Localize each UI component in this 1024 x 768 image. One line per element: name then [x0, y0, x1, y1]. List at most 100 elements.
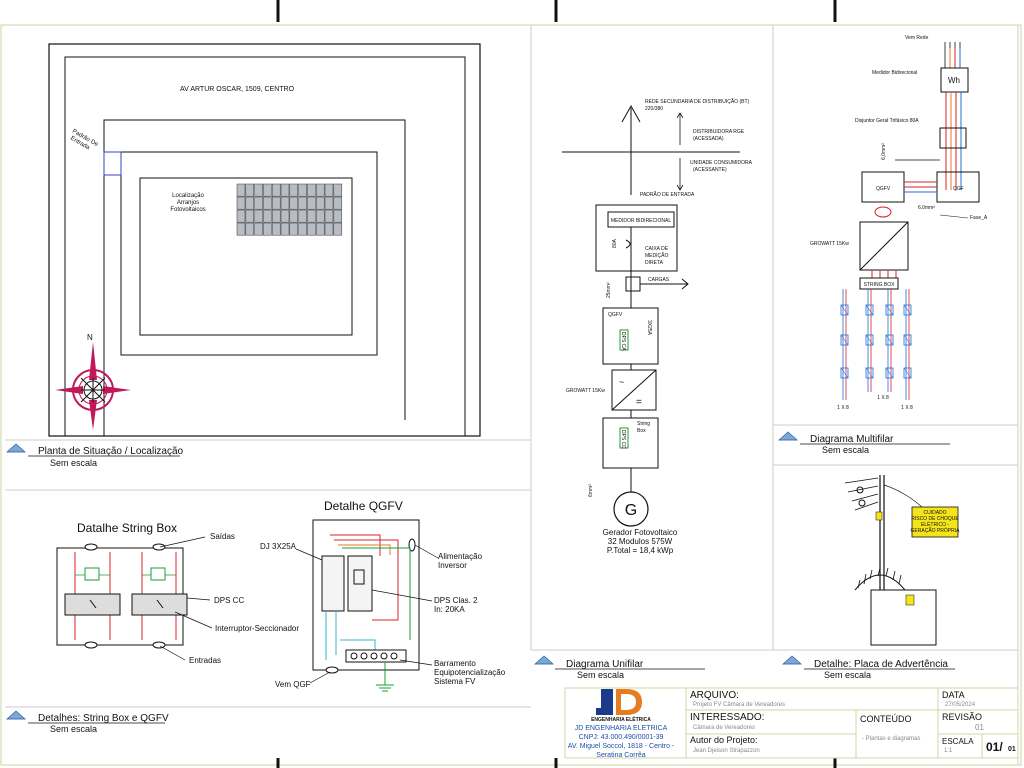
pv-module-icon	[840, 367, 849, 379]
mf-string-2: 1 X 8	[877, 395, 889, 401]
mf-inverter: GROWATT 15Kw	[810, 241, 849, 247]
warning-scale: Sem escala	[824, 670, 871, 680]
warning-sign-3: ELÉTRICO -	[921, 521, 949, 528]
site-plan-scale: Sem escala	[50, 458, 97, 468]
escala-label: ESCALA	[942, 737, 974, 746]
building-outline	[120, 151, 378, 356]
qgfv-feed-1: Alimentação	[438, 552, 483, 561]
revisao-value: 01	[975, 723, 984, 732]
pv-module	[315, 196, 325, 210]
title-block: ENGENHARIA ELÉTRICA JD ENGENHARIA ELETRI…	[564, 687, 1019, 759]
pv-module-icon	[903, 334, 912, 346]
sb-switch-label: Interruptor-Seccionador	[215, 624, 299, 633]
sheet-border	[0, 24, 1022, 766]
pv-module	[298, 183, 307, 197]
pv-module	[263, 183, 272, 197]
array-label-1: Localização	[172, 193, 204, 199]
autor-value: Jean Djeison Strapazzon	[693, 748, 760, 754]
site-plan-title: Planta de Situação / Localização	[38, 446, 184, 457]
pv-module	[289, 196, 299, 210]
warning-sign-2: RISCO DE CHOQUE	[911, 516, 959, 522]
uf-ac-symbol: ~	[619, 377, 624, 387]
pv-module-icon	[903, 304, 912, 316]
uf-box-1: CAIXA DE	[645, 246, 669, 252]
outline-1	[64, 56, 466, 436]
warning-sign-4: GERAÇÃO PRÓPRIA	[911, 527, 961, 534]
mf-string-3: 1 X 8	[901, 405, 913, 411]
pv-module	[324, 183, 334, 197]
uf-sb-2: Box	[637, 428, 646, 434]
mf-meter-label: Medidor Bidirecional	[872, 70, 917, 76]
uf-box-2: MEDIÇÃO	[645, 252, 668, 259]
entrance-box	[103, 151, 122, 176]
uf-consumer-2: (ACESSANTE)	[693, 167, 727, 173]
mf-breaker: Disjuntor Geral Trifásico 80A	[855, 118, 919, 124]
pv-module	[298, 222, 307, 236]
pv-module	[271, 209, 281, 223]
pv-module	[324, 209, 334, 223]
details-title: Detalhes: String Box e QGFV	[38, 713, 169, 724]
uf-generator: G	[625, 502, 637, 519]
warning-title: Detalhe: Placa de Advertência	[814, 659, 948, 670]
title-mark-icon	[6, 710, 26, 720]
company-logo: ENGENHARIA ELÉTRICA	[591, 689, 651, 723]
uf-utility-2: (ACESSADA)	[693, 136, 724, 142]
pv-module	[245, 183, 255, 197]
string-box-title: Datalhe String Box	[77, 521, 177, 535]
pv-module	[298, 196, 307, 210]
title-mark-icon	[782, 655, 802, 665]
pv-module	[254, 222, 263, 236]
data-value: 27/05/2024	[945, 702, 976, 708]
array-label-2: Arranjos	[177, 200, 199, 206]
outline-2	[103, 119, 406, 436]
mf-grid: Vem Rede	[905, 35, 929, 41]
uf-wire-6: 6mm²	[588, 484, 594, 497]
pv-module	[324, 222, 334, 236]
company-address: AV. Miguel Soccol, 1818 - Centro -	[568, 743, 675, 750]
pv-module	[289, 209, 299, 223]
warning-sign-1: CUIDADO	[923, 510, 946, 516]
pv-module-icon	[840, 304, 849, 316]
arquivo-value: Projeto FV Câmara de Vereadores	[693, 702, 785, 708]
qgfv-feed-2: Inversor	[438, 561, 467, 570]
pv-module	[280, 209, 290, 223]
mf-meter: Wh	[948, 76, 960, 85]
uf-meter: MEDIDOR BIDIRECIONAL	[611, 218, 672, 224]
pv-module	[307, 196, 316, 210]
qgfv-dj-label: DJ 3X25A	[260, 542, 297, 551]
pv-module	[298, 209, 307, 223]
details-scale: Sem escala	[50, 724, 97, 734]
qgfv-dps-2: In: 20KA	[434, 605, 465, 614]
north-label: N	[87, 333, 93, 342]
pv-module	[333, 209, 343, 223]
mf-string-box: STRING BOX	[864, 282, 896, 288]
pv-module	[254, 209, 263, 223]
pv-module	[263, 222, 272, 236]
autor-label: Autor do Projeto:	[690, 735, 758, 745]
pv-module	[263, 196, 272, 210]
pv-module	[333, 196, 343, 210]
pv-module	[236, 183, 246, 197]
uf-grid-2: 220/380	[645, 106, 663, 112]
string-box-detail: Saídas DPS CC Interruptor-Seccionador En…	[56, 532, 299, 665]
uf-inverter: GROWATT 15Kw	[566, 388, 605, 394]
data-label: DATA	[942, 690, 965, 700]
sheet-number: 01/	[986, 740, 1003, 754]
multifilar-scale: Sem escala	[822, 445, 869, 455]
pv-module	[245, 209, 255, 223]
warning-plate-detail: CUIDADO RISCO DE CHOQUE ELÉTRICO - GERAÇ…	[782, 475, 961, 680]
pv-module-icon	[885, 367, 894, 379]
uf-dps-cc: DPS CC	[620, 430, 626, 449]
multifilar-diagram: Vem Rede Wh Medidor Bidirecional Disjunt…	[778, 35, 988, 455]
array-label-3: Fotovoltaicos	[170, 207, 205, 213]
uf-gen-1: Gerador Fotovoltaico	[603, 528, 678, 537]
unifilar-scale: Sem escala	[577, 670, 624, 680]
pv-module-icon	[865, 367, 874, 379]
multifilar-title: Diagrama Multifilar	[810, 434, 894, 445]
pv-module	[280, 183, 290, 197]
pv-module	[280, 196, 290, 210]
pv-module	[245, 222, 255, 236]
pv-module	[271, 222, 281, 236]
interessado-value: Câmara de Vereadores	[693, 725, 755, 731]
